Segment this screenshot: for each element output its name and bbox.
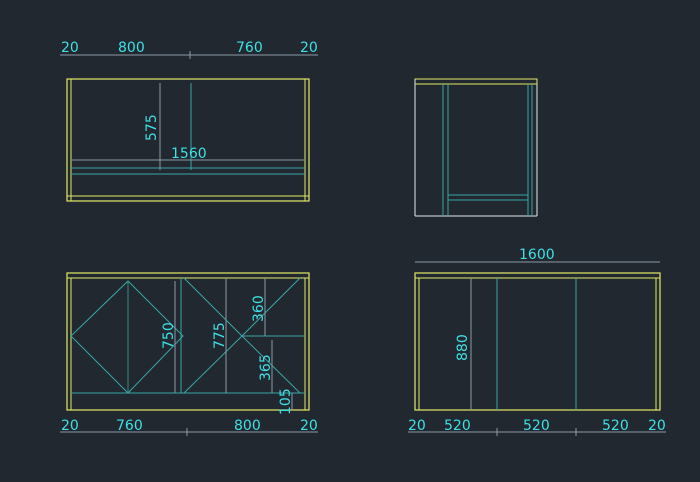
front-height-label: 750 <box>161 322 177 349</box>
front-height-label: 365 <box>258 354 274 381</box>
side-top-board <box>414 78 538 85</box>
front-height-label: 775 <box>212 322 228 349</box>
plan-width-label: 800 <box>118 40 145 56</box>
rack-diagonal <box>183 277 243 337</box>
plan-outline <box>66 78 310 202</box>
front-view: 750 775 360 365 105 20 760 800 20 <box>60 272 318 436</box>
front-width-label: 20 <box>61 418 79 434</box>
back-height-label: 880 <box>455 334 471 361</box>
front-width-label: 760 <box>116 418 143 434</box>
back-width-label: 520 <box>444 418 471 434</box>
back-width-label: 520 <box>602 418 629 434</box>
plan-width-label: 760 <box>236 40 263 56</box>
back-width-label: 20 <box>408 418 426 434</box>
front-width-label: 800 <box>234 418 261 434</box>
back-width-label: 520 <box>523 418 550 434</box>
plan-width-label: 20 <box>300 40 318 56</box>
plan-width-label: 20 <box>61 40 79 56</box>
front-height-label: 360 <box>251 295 267 322</box>
back-overall-label: 1600 <box>519 247 555 263</box>
front-height-label: 105 <box>278 388 294 415</box>
rack-diagonal <box>241 335 301 394</box>
plan-depth-label: 575 <box>144 114 160 141</box>
rack-diagonal <box>241 277 301 337</box>
plan-view: 20 800 760 20 575 1560 <box>60 40 318 202</box>
front-outline <box>66 272 310 411</box>
back-view: 1600 880 20 520 520 520 20 <box>408 247 666 436</box>
back-width-label: 20 <box>648 418 666 434</box>
rack-diagonal <box>183 335 243 394</box>
side-view <box>414 78 538 217</box>
back-outline <box>414 272 661 411</box>
plan-length-label: 1560 <box>171 146 207 162</box>
front-width-label: 20 <box>300 418 318 434</box>
